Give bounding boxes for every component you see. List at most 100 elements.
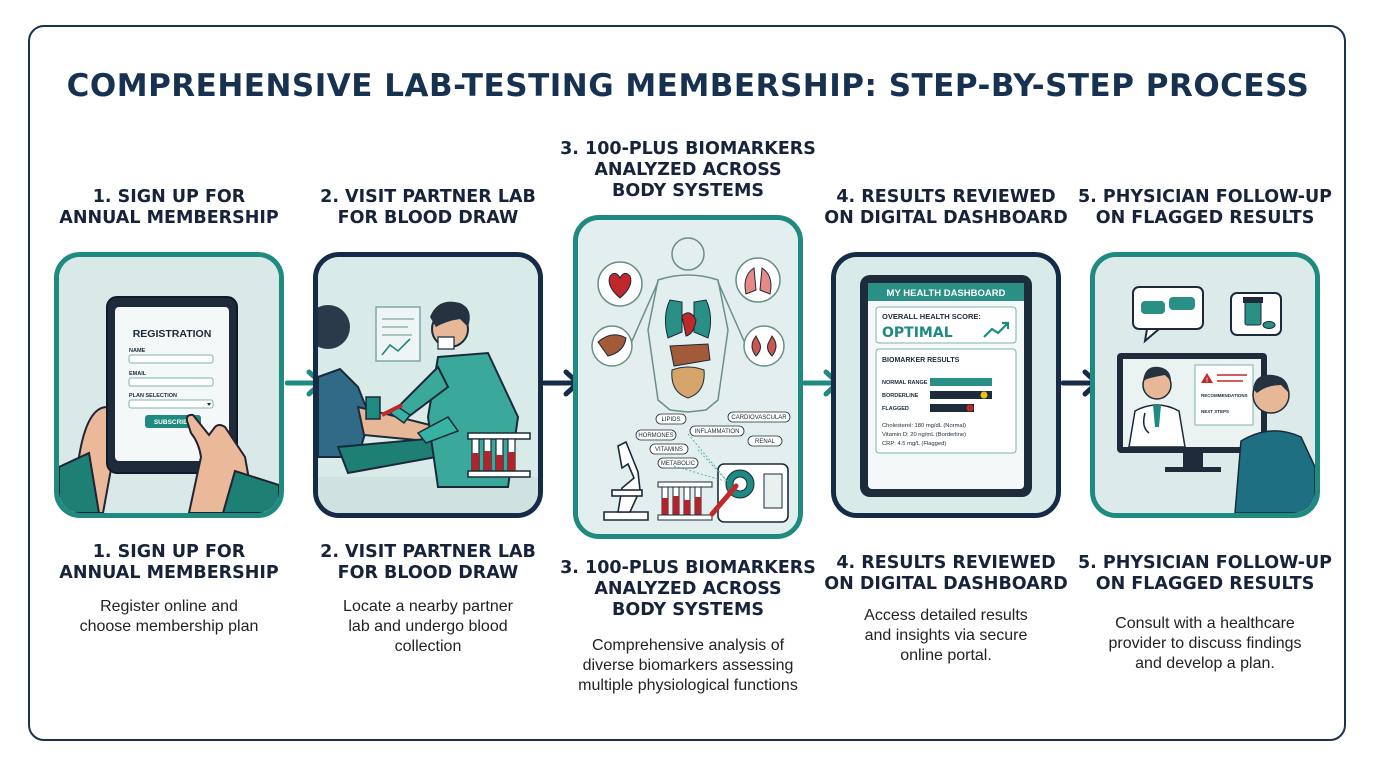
health-score-card [875, 306, 1017, 344]
tag-hormones [635, 429, 677, 441]
biomarkers-illustration: LIPIDS HORMONES VITAMINS METABOLIC INFLA… [578, 220, 798, 534]
registration-heading: REGISTRATION [133, 328, 212, 340]
score-label: OVERALL HEALTH SCORE: [882, 312, 981, 321]
next-steps-label: NEXT STEPS [1201, 409, 1229, 414]
tag-vitamins [649, 443, 689, 455]
step-3-bottom-title-line-2: ANALYZED ACROSS [594, 579, 782, 599]
dashboard-illustration: MY HEALTH DASHBOARD OVERALL HEALTH SCORE… [836, 257, 1056, 513]
recommendations-label: RECOMMENDATIONS [1201, 393, 1248, 398]
svg-text:!: ! [1206, 378, 1208, 384]
step-5-description: Consult with a healthcare provider to di… [1075, 614, 1335, 674]
score-value: OPTIMAL [882, 325, 953, 341]
legend-flagged: FLAGGED [882, 406, 909, 412]
step-4-top-title-line-1: 4. RESULTS REVIEWED [836, 187, 1056, 207]
legend-borderline: BORDERLINE [882, 393, 919, 399]
step-5-top-title-line-2: ON FLAGGED RESULTS [1095, 208, 1315, 228]
lungs-icon [735, 257, 781, 303]
step-1-bottom-title-line-1: 1. SIGN UP FOR [92, 542, 246, 562]
step-5-description-line-1: Consult with a healthcare [1115, 615, 1295, 632]
signup-illustration: REGISTRATION NAME EMAIL PLAN SELECTION S… [59, 257, 279, 513]
tag-lipids [655, 413, 687, 425]
step-3-top-title-line-2: ANALYZED ACROSS [594, 160, 782, 180]
step-3-description: Comprehensive analysis of diverse biomar… [548, 636, 828, 696]
step-3-bottom-title-line-1: 3. 100-PLUS BIOMARKERS [560, 558, 816, 578]
plan-select[interactable] [128, 399, 214, 409]
tag-cardiovascular-label: CARDIOVASCULAR [731, 415, 787, 421]
syringe-icon [381, 403, 403, 417]
body-silhouette [627, 237, 749, 413]
step-3-panel: LIPIDS HORMONES VITAMINS METABOLIC INFLA… [573, 215, 803, 539]
tag-lipids-label: LIPIDS [661, 417, 680, 423]
step-4-panel: MY HEALTH DASHBOARD OVERALL HEALTH SCORE… [831, 252, 1061, 518]
prescription-icon [1230, 292, 1282, 336]
step-2-bottom-title: 2. VISIT PARTNER LAB FOR BLOOD DRAW [298, 542, 558, 584]
step-1-description: Register online and choose membership pl… [39, 597, 299, 637]
step-2-description-line-3: collection [394, 638, 462, 655]
blood-draw-illustration [318, 257, 538, 513]
step-1-top-title-line-1: 1. SIGN UP FOR [92, 187, 246, 207]
dashboard-header: MY HEALTH DASHBOARD [887, 288, 1006, 299]
page-title: COMPREHENSIVE LAB-TESTING MEMBERSHIP: ST… [66, 68, 1310, 104]
step-1-top-title-line-2: ANNUAL MEMBERSHIP [59, 208, 279, 228]
step-4-description-line-3: online portal. [900, 647, 992, 664]
warning-icon [1201, 373, 1213, 383]
step-5-description-line-3: and develop a plan. [1135, 655, 1275, 672]
step-5-description-line-2: provider to discuss findings [1108, 635, 1302, 652]
chat-bubble-icon [1132, 286, 1204, 344]
step-5-bottom-title-line-1: 5. PHYSICIAN FOLLOW-UP [1077, 553, 1332, 573]
step-4-top-title-line-2: ON DIGITAL DASHBOARD [824, 208, 1068, 228]
result-cholesterol: Cholesterol: 180 mg/dL (Normal) [882, 423, 966, 429]
step-3-description-line-3: multiple physiological functions [578, 677, 798, 694]
step-4-top-title: 4. RESULTS REVIEWED ON DIGITAL DASHBOARD [816, 187, 1076, 229]
step-1-bottom-title: 1. SIGN UP FOR ANNUAL MEMBERSHIP [39, 542, 299, 584]
step-3-top-title: 3. 100-PLUS BIOMARKERS ANALYZED ACROSS B… [558, 139, 818, 202]
step-2-description-line-1: Locate a nearby partner [343, 598, 513, 615]
tag-metabolic [657, 457, 699, 469]
tag-renal-label: RENAL [755, 439, 776, 445]
microscope-icon [603, 440, 649, 521]
tag-vitamins-label: VITAMINS [655, 447, 683, 453]
step-5-top-title-line-1: 5. PHYSICIAN FOLLOW-UP [1077, 187, 1332, 207]
step-3-description-line-2: diverse biomarkers assessing [582, 657, 794, 674]
sample-tubes-icon [657, 481, 713, 521]
flagged-bar [930, 404, 974, 412]
step-4-description-line-1: Access detailed results [864, 607, 1028, 624]
step-4-description: Access detailed results and insights via… [816, 606, 1076, 666]
borderline-bar [930, 391, 992, 399]
wall-chart [375, 306, 421, 362]
email-field[interactable] [128, 377, 214, 387]
step-2-description-line-2: lab and undergo blood [348, 618, 508, 635]
normal-range-bar [930, 378, 992, 386]
name-field[interactable] [128, 354, 214, 364]
step-3-description-line-1: Comprehensive analysis of [591, 637, 785, 654]
legend-normal: NORMAL RANGE [882, 380, 928, 386]
biomarker-results-card [875, 348, 1017, 454]
step-1-bottom-title-line-2: ANNUAL MEMBERSHIP [59, 563, 279, 583]
liver-icon [591, 325, 633, 367]
step-3-top-title-line-1: 3. 100-PLUS BIOMARKERS [560, 139, 816, 159]
trend-up-icon [983, 321, 1010, 338]
result-crp: CRP: 4.5 mg/L (Flagged) [882, 441, 946, 447]
tag-metabolic-label: METABOLIC [661, 461, 696, 467]
subscribe-label: SUBSCRIBE [154, 419, 193, 426]
tag-inflammation [689, 425, 745, 437]
chevron-down-icon [207, 403, 211, 406]
test-tubes-icon [467, 432, 531, 478]
step-3-bottom-title-line-3: BODY SYSTEMS [611, 600, 765, 620]
step-3-bottom-title: 3. 100-PLUS BIOMARKERS ANALYZED ACROSS B… [558, 558, 818, 621]
tag-hormones-label: HORMONES [638, 433, 673, 439]
step-2-bottom-title-line-2: FOR BLOOD DRAW [337, 563, 519, 583]
step-2-description: Locate a nearby partner lab and undergo … [298, 597, 558, 657]
step-5-bottom-title: 5. PHYSICIAN FOLLOW-UP ON FLAGGED RESULT… [1075, 553, 1335, 595]
step-5-top-title: 5. PHYSICIAN FOLLOW-UP ON FLAGGED RESULT… [1075, 187, 1335, 229]
step-2-panel [313, 252, 543, 518]
analyzer-machine-icon [673, 433, 789, 523]
step-1-description-line-2: choose membership plan [79, 618, 259, 635]
step-1-panel: REGISTRATION NAME EMAIL PLAN SELECTION S… [54, 252, 284, 518]
step-4-bottom-title-line-2: ON DIGITAL DASHBOARD [824, 574, 1068, 594]
step-2-top-title-line-2: FOR BLOOD DRAW [337, 208, 519, 228]
tag-cardiovascular [727, 411, 791, 423]
step-2-top-title: 2. VISIT PARTNER LAB FOR BLOOD DRAW [298, 187, 558, 229]
kidneys-icon [743, 325, 785, 367]
step-1-top-title: 1. SIGN UP FOR ANNUAL MEMBERSHIP [39, 187, 299, 229]
